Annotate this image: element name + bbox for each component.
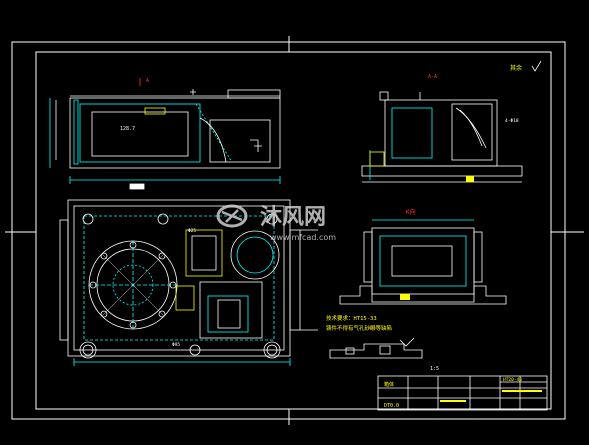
- section-mark-a: A: [146, 78, 149, 84]
- sheet-border: [5, 36, 584, 425]
- watermark-url: www.mfcad.com: [270, 233, 336, 242]
- dimension-label-3: Φ95: [172, 342, 180, 348]
- top-left-view: A 128.7: [49, 78, 281, 190]
- watermark-logo-icon: [216, 204, 248, 228]
- section-view-aa: A-A 4-Φ18: [361, 74, 523, 183]
- plan-view: Φ95 Φ25: [59, 199, 318, 366]
- view-k: K向: [339, 208, 507, 305]
- title-block-material: HT20-40: [503, 377, 522, 383]
- title-block-number: DT0.0: [384, 403, 399, 409]
- tech-req-line-2: 铸件不得有气孔砂眼等缺陷: [326, 324, 392, 332]
- title-block-name: 箱体: [384, 381, 394, 388]
- tech-req-line-1: 技术要求：HT15-33: [326, 314, 377, 322]
- scale-label: 1:5: [430, 366, 439, 372]
- detail-view: [329, 327, 423, 359]
- watermark-brand: 沐风网: [260, 205, 326, 230]
- tech-requirements: 技术要求：HT15-33 铸件不得有气孔砂眼等缺陷: [326, 314, 392, 332]
- title-block: HT20-40 箱体 DT0.0: [377, 375, 548, 411]
- section-label-aa: A-A: [428, 74, 437, 80]
- dimension-label-4: Φ25: [188, 228, 196, 234]
- view-k-label: K向: [406, 208, 416, 216]
- surface-finish-note: 其余: [510, 60, 542, 72]
- dimension-label-1: 128.7: [120, 126, 135, 132]
- watermark: 沐风网 www.mfcad.com: [216, 204, 336, 242]
- surface-finish-text: 其余: [510, 64, 522, 72]
- dimension-label-2: 4-Φ18: [505, 118, 519, 124]
